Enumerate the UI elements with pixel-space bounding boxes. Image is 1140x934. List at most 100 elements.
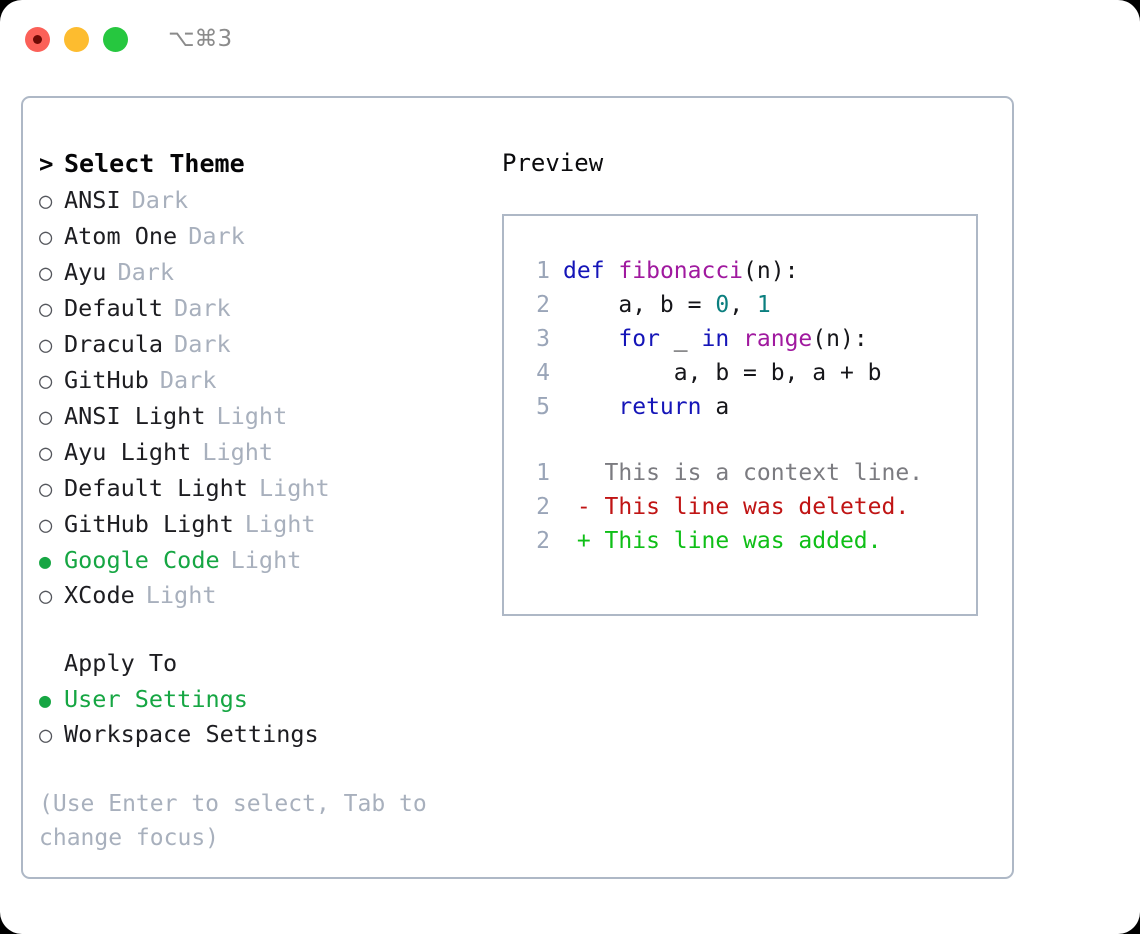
code-token-pln: (n): [812, 326, 868, 352]
line-number: 2 [536, 292, 550, 318]
theme-name: Default Light [64, 474, 248, 502]
theme-variant-badge: Light [216, 402, 288, 430]
code-token-num: 1 [756, 292, 771, 318]
line-number: 2 [536, 494, 550, 520]
radio-unselected-icon: ○ [39, 297, 53, 322]
code-line: 2 a, b = 0, 1 [504, 288, 976, 322]
apply-to-spacer: ○ [39, 648, 64, 682]
diff-text-del: - This line was deleted. [563, 494, 910, 520]
line-number: 4 [536, 360, 550, 386]
theme-list-item[interactable]: ● Google Code Light [39, 543, 484, 578]
select-theme-header: > Select Theme [39, 146, 484, 182]
code-token-pln [563, 326, 618, 352]
theme-name: GitHub Light [64, 510, 234, 538]
apply-to-options: ● User Settings ○Workspace Settings [39, 682, 484, 753]
code-token-kw: for [618, 326, 660, 352]
theme-name: Dracula [64, 330, 164, 358]
minimize-button[interactable] [64, 26, 89, 52]
code-token-pln: (n): [743, 258, 799, 284]
theme-list-item[interactable]: ○ Default Dark [39, 291, 484, 327]
theme-list-item[interactable]: ○ Default Light Light [39, 471, 484, 507]
code-text: return a [563, 390, 729, 424]
apply-to-group: ○ Apply To ● User Settings ○Workspace Sett… [39, 646, 484, 753]
theme-name: Ayu [64, 258, 107, 286]
radio-unselected-icon: ○ [39, 333, 53, 358]
theme-variant-badge: Light [244, 510, 316, 538]
radio-unselected-icon: ○ [39, 477, 53, 502]
code-token-kw: def [563, 258, 605, 284]
theme-list-item[interactable]: ○ GitHub Light Light [39, 507, 484, 543]
apply-to-option[interactable]: ○Workspace Settings [39, 717, 484, 753]
code-line: 5 return a [504, 390, 976, 424]
code-token-pln [605, 258, 619, 284]
theme-variant-badge: Light [258, 474, 330, 502]
theme-list-item[interactable]: ○ Ayu Light Light [39, 435, 484, 471]
maximize-button[interactable] [103, 26, 128, 52]
code-token-fn: fibonacci [618, 258, 744, 284]
line-number: 5 [536, 394, 550, 420]
select-theme-title: Select Theme [64, 149, 245, 178]
radio-unselected-icon: ○ [39, 369, 53, 394]
code-token-pln: , [729, 292, 757, 318]
theme-name: Ayu Light [64, 438, 192, 466]
theme-name: ANSI Light [64, 402, 206, 430]
code-token-kw: return [618, 394, 702, 420]
diff-line: 2 + This line was added. [504, 524, 976, 558]
radio-selected-icon: ● [39, 688, 52, 712]
theme-name: ANSI [64, 186, 121, 214]
prompt-icon: > [39, 150, 54, 178]
diff-line: 1 This is a context line. [504, 456, 976, 490]
theme-name: GitHub [64, 366, 149, 394]
diff-text-ctx: This is a context line. [563, 460, 924, 486]
window-controls [25, 26, 128, 52]
apply-to-label: User Settings [64, 685, 248, 713]
theme-name: Default [64, 294, 164, 322]
code-token-fn: range [743, 326, 813, 352]
apply-to-option[interactable]: ● User Settings [39, 682, 484, 717]
theme-list-item[interactable]: ○ Dracula Dark [39, 327, 484, 363]
code-text: a, b = b, a + b [563, 356, 882, 390]
diff-text-add: + This line was added. [563, 528, 882, 554]
theme-name: XCode [64, 581, 135, 609]
keyboard-hint: (Use Enter to select, Tab to change focu… [39, 791, 427, 851]
theme-variant-badge: Dark [131, 186, 189, 214]
theme-list-item[interactable]: ○ ANSI Dark [39, 183, 484, 219]
theme-list-item[interactable]: ○ GitHub Dark [39, 363, 484, 399]
theme-variant-badge: Dark [159, 366, 217, 394]
theme-variant-badge: Dark [174, 294, 231, 322]
preview-title: Preview [502, 149, 604, 177]
radio-unselected-icon: ○ [39, 513, 53, 538]
radio-selected-icon: ● [39, 549, 52, 573]
theme-name: Atom One [64, 222, 178, 250]
apply-to-header: ○ Apply To [39, 646, 484, 682]
close-button[interactable] [25, 26, 50, 52]
code-line: 3 for _ in range(n): [504, 322, 976, 356]
code-text: def fibonacci(n): [563, 254, 798, 288]
code-token-pln: a, b = b, a + b [563, 360, 882, 386]
theme-variant-badge: Dark [117, 258, 175, 286]
theme-variant-badge: Light [230, 546, 302, 574]
radio-unselected-icon: ○ [39, 441, 53, 466]
theme-variant-badge: Light [202, 438, 274, 466]
code-token-pln [563, 394, 618, 420]
radio-unselected-icon: ○ [39, 405, 53, 430]
theme-variant-badge: Dark [174, 330, 231, 358]
preview-spacer [504, 424, 976, 456]
code-text: a, b = 0, 1 [563, 288, 771, 322]
code-token-kw: in [701, 326, 730, 352]
radio-unselected-icon: ○ [39, 189, 53, 214]
line-number: 2 [536, 528, 550, 554]
title-bar: ⌥⌘3 [0, 0, 1140, 78]
code-token-num: 0 [715, 292, 730, 318]
theme-name: Google Code [64, 546, 220, 574]
theme-list-item[interactable]: ○ ANSI Light Light [39, 399, 484, 435]
line-number: 1 [536, 460, 550, 486]
